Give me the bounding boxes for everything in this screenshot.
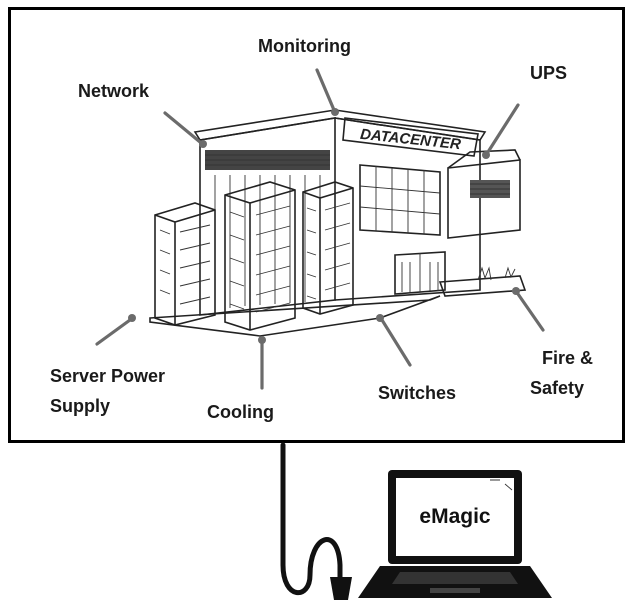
connection-cable: [280, 442, 352, 600]
label-switches: Switches: [378, 383, 456, 403]
label-server-power-line2: Supply: [50, 396, 110, 416]
label-fire-line1: Fire &: [542, 348, 593, 368]
label-monitoring: Monitoring: [258, 36, 351, 56]
callout-monitoring: [315, 68, 339, 116]
server-rack-left: [154, 202, 216, 326]
callout-ups: [482, 103, 520, 159]
laptop-label: eMagic: [419, 505, 491, 528]
callout-switches: [376, 314, 412, 367]
laptop: eMagic: [358, 470, 552, 598]
label-fire-line2: Safety: [530, 378, 584, 398]
callout-fire-safety: [512, 287, 545, 332]
callout-network: [163, 111, 207, 148]
label-network: Network: [78, 81, 150, 101]
callout-server-power: [95, 314, 136, 346]
datacenter-building-sketch: DATACENTER: [149, 109, 527, 337]
diagram-frame: [8, 7, 625, 443]
callout-cooling: [258, 336, 266, 390]
label-ups: UPS: [530, 63, 567, 83]
server-rack-right: [302, 181, 354, 315]
label-cooling: Cooling: [207, 402, 274, 422]
server-rack-middle: [224, 181, 296, 331]
label-server-power-line1: Server Power: [50, 366, 165, 386]
